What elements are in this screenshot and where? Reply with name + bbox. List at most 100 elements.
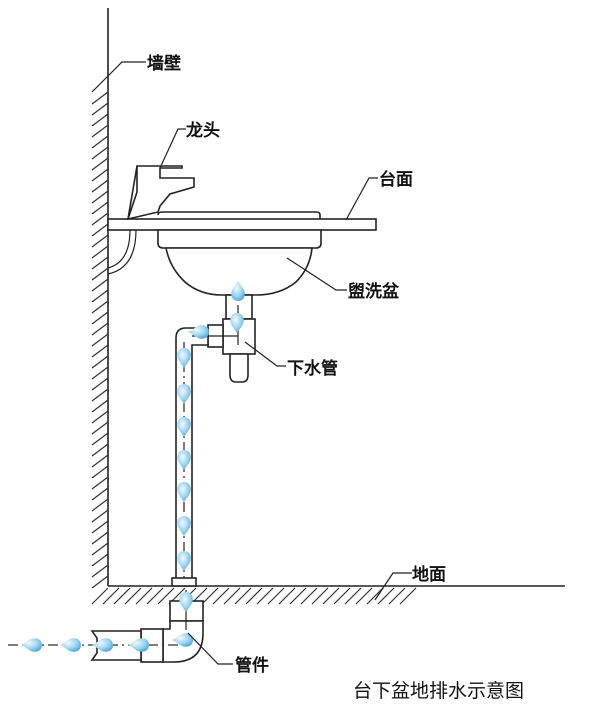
hatch-stroke xyxy=(322,587,340,605)
diagram-caption: 台下盆地排水示意图 xyxy=(353,680,524,702)
hatch-stroke xyxy=(91,465,109,479)
wall-hatching xyxy=(91,91,109,589)
hatch-stroke xyxy=(91,300,109,314)
hatch-stroke xyxy=(91,344,109,358)
supply-hose-inner xyxy=(107,229,137,275)
hatch-stroke xyxy=(157,587,175,605)
countertop xyxy=(107,218,377,231)
basin xyxy=(157,211,322,296)
hatch-stroke xyxy=(91,399,109,413)
hatch-stroke xyxy=(355,587,373,605)
hatch-stroke xyxy=(388,587,406,605)
label-countertop: 台面 xyxy=(379,169,413,190)
hatch-stroke xyxy=(91,542,109,556)
hatch-stroke xyxy=(91,113,109,127)
hatch-stroke xyxy=(91,366,109,380)
hatch-stroke xyxy=(91,102,109,116)
floor xyxy=(91,585,565,605)
hatch-stroke xyxy=(91,245,109,259)
leader-floor xyxy=(374,572,412,601)
hatch-stroke xyxy=(91,421,109,435)
hatch-stroke xyxy=(135,587,153,605)
hatch-stroke xyxy=(300,587,318,605)
basin-bowl xyxy=(165,247,313,296)
leader-wall xyxy=(91,61,146,93)
hatch-stroke xyxy=(91,432,109,446)
trap-bottom xyxy=(229,353,249,383)
hatch-stroke xyxy=(91,168,109,182)
hatch-stroke xyxy=(91,267,109,281)
water-drop xyxy=(92,638,113,652)
label-wall: 墙壁 xyxy=(147,53,181,74)
hatch-stroke xyxy=(91,311,109,325)
leader-lines xyxy=(91,61,412,665)
hatch-stroke xyxy=(91,322,109,336)
water-drop xyxy=(60,638,81,652)
hatch-stroke xyxy=(91,443,109,457)
hatch-stroke xyxy=(91,256,109,270)
hatch-stroke xyxy=(267,587,285,605)
hatch-stroke xyxy=(91,355,109,369)
faucet xyxy=(107,165,195,275)
hatch-stroke xyxy=(91,388,109,402)
label-fitting: 管件 xyxy=(235,655,269,676)
hatch-stroke xyxy=(278,587,296,605)
drain-trap xyxy=(207,294,256,383)
hatch-stroke xyxy=(102,587,120,605)
hatch-stroke xyxy=(113,587,131,605)
hatch-stroke xyxy=(399,587,417,605)
basin-lip xyxy=(157,211,321,219)
hatch-stroke xyxy=(91,223,109,237)
hatch-stroke xyxy=(91,91,109,105)
hatch-stroke xyxy=(91,179,109,193)
leader-fitting xyxy=(187,632,233,665)
hatch-stroke xyxy=(366,587,384,605)
floor-flange xyxy=(171,577,197,587)
hatch-stroke xyxy=(311,587,329,605)
leader-drain-pipe xyxy=(244,341,286,367)
leader-countertop xyxy=(345,177,378,221)
hatch-stroke xyxy=(201,587,219,605)
label-basin: 盥洗盆 xyxy=(348,281,400,302)
basin-rim xyxy=(157,229,322,249)
wall xyxy=(91,8,109,589)
hatch-stroke xyxy=(91,520,109,534)
hatch-stroke xyxy=(91,377,109,391)
hatch-stroke xyxy=(245,587,263,605)
label-faucet: 龙头 xyxy=(185,120,220,141)
hatch-stroke xyxy=(91,575,109,589)
hatch-stroke xyxy=(91,487,109,501)
hatch-stroke xyxy=(223,587,241,605)
hatch-stroke xyxy=(124,587,142,605)
hatch-stroke xyxy=(91,201,109,215)
label-floor: 地面 xyxy=(412,564,446,585)
hatch-stroke xyxy=(234,587,252,605)
hatch-stroke xyxy=(91,190,109,204)
hatch-stroke xyxy=(256,587,274,605)
hatch-stroke xyxy=(91,498,109,512)
hatch-stroke xyxy=(91,553,109,567)
faucet-body xyxy=(127,165,195,221)
hatch-stroke xyxy=(146,587,164,605)
faucet-side xyxy=(127,166,138,220)
water-drop xyxy=(21,638,42,652)
hatch-stroke xyxy=(91,212,109,226)
hatch-stroke xyxy=(212,587,230,605)
hatch-stroke xyxy=(377,587,395,605)
hatch-stroke xyxy=(91,333,109,347)
hatch-stroke xyxy=(91,124,109,138)
hatch-stroke xyxy=(91,509,109,523)
hatch-stroke xyxy=(91,564,109,578)
hatch-stroke xyxy=(289,587,307,605)
hatch-stroke xyxy=(91,135,109,149)
leader-faucet xyxy=(159,128,186,169)
supply-hose xyxy=(107,229,131,269)
hatch-stroke xyxy=(91,531,109,545)
floor-hatching xyxy=(91,587,417,605)
hatch-stroke xyxy=(91,410,109,424)
hatch-stroke xyxy=(91,454,109,468)
hatch-stroke xyxy=(333,587,351,605)
hatch-stroke xyxy=(91,234,109,248)
